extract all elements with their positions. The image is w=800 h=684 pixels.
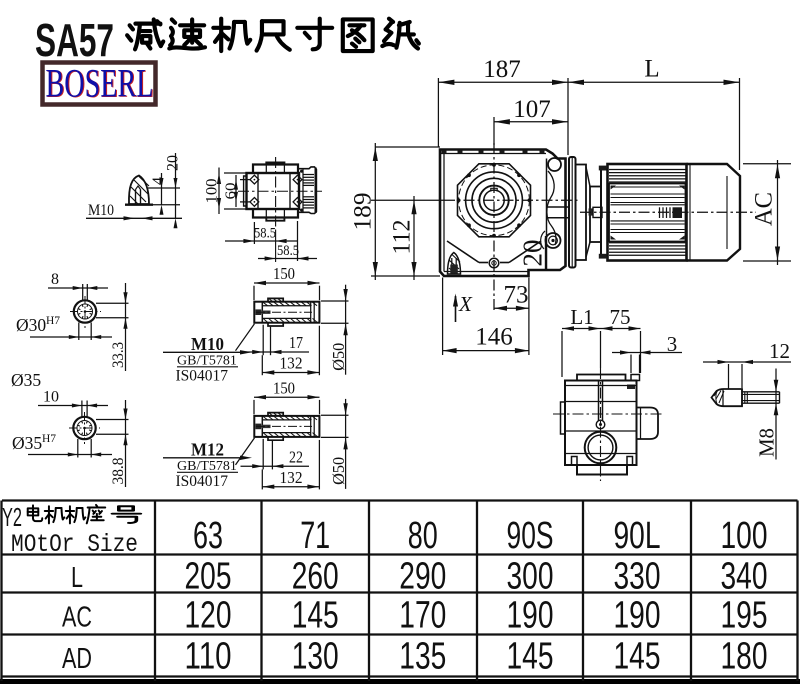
svg-text:L1: L1	[570, 305, 593, 329]
svg-text:190: 190	[507, 595, 554, 637]
svg-text:X: X	[458, 292, 473, 316]
svg-text:M12: M12	[191, 440, 224, 460]
svg-text:20: 20	[518, 240, 548, 267]
svg-text:150: 150	[273, 264, 295, 283]
svg-text:130: 130	[292, 636, 339, 678]
svg-text:189: 189	[350, 193, 377, 231]
svg-text:IS04017: IS04017	[176, 368, 229, 385]
svg-text:180: 180	[721, 636, 768, 678]
svg-text:145: 145	[292, 595, 339, 637]
svg-text:Ø35: Ø35	[12, 433, 42, 453]
svg-text:SA57: SA57	[35, 14, 114, 66]
svg-text:Ø50: Ø50	[329, 457, 348, 485]
svg-text:112: 112	[389, 220, 416, 255]
svg-text:340: 340	[721, 556, 768, 598]
svg-text:170: 170	[399, 595, 446, 637]
svg-text:100: 100	[721, 515, 768, 557]
svg-text:M8: M8	[755, 428, 779, 457]
svg-text:63: 63	[193, 515, 223, 557]
svg-text:150: 150	[273, 378, 295, 397]
svg-text:AC: AC	[751, 192, 778, 226]
svg-text:190: 190	[614, 595, 661, 637]
svg-text:60: 60	[223, 183, 239, 200]
svg-text:22: 22	[289, 447, 303, 466]
svg-text:3: 3	[667, 332, 678, 356]
svg-text:58.5: 58.5	[277, 243, 299, 259]
svg-text:10: 10	[43, 389, 59, 406]
svg-text:GB/T5781: GB/T5781	[177, 354, 237, 369]
svg-text:145: 145	[507, 636, 554, 678]
svg-text:Ø35: Ø35	[11, 370, 41, 390]
svg-text:33.3: 33.3	[110, 342, 127, 368]
svg-text:4: 4	[150, 177, 167, 185]
svg-text:M10: M10	[191, 334, 224, 354]
svg-text:107: 107	[513, 96, 551, 123]
svg-text:Ø50: Ø50	[329, 343, 348, 371]
svg-text:Y2: Y2	[2, 502, 22, 532]
svg-text:8: 8	[51, 271, 59, 288]
svg-text:58.5: 58.5	[254, 226, 276, 242]
svg-text:MOtOr Size: MOtOr Size	[11, 530, 138, 559]
svg-text:17: 17	[289, 333, 303, 352]
svg-text:12: 12	[769, 339, 790, 363]
svg-text:L: L	[644, 56, 659, 83]
svg-text:100: 100	[204, 179, 221, 204]
svg-text:Ø30: Ø30	[16, 315, 46, 335]
svg-text:135: 135	[399, 636, 446, 678]
svg-text:L: L	[71, 562, 83, 594]
svg-text:20: 20	[165, 155, 182, 171]
svg-text:IS04017: IS04017	[176, 473, 229, 490]
svg-text:71: 71	[300, 515, 330, 557]
svg-text:90L: 90L	[614, 515, 661, 557]
svg-text:BOSERL: BOSERL	[46, 61, 154, 106]
svg-text:GB/T5781: GB/T5781	[177, 459, 237, 474]
svg-text:110: 110	[185, 636, 232, 678]
svg-text:BOSERL: BOSERL	[47, 61, 155, 106]
svg-text:132: 132	[280, 354, 303, 373]
svg-text:H7: H7	[42, 433, 56, 445]
svg-text:80: 80	[408, 515, 438, 557]
svg-text:330: 330	[614, 556, 661, 598]
svg-text:38.8: 38.8	[110, 458, 127, 485]
svg-text:146: 146	[475, 324, 513, 351]
svg-text:300: 300	[507, 556, 554, 598]
svg-text:120: 120	[185, 595, 232, 637]
svg-text:205: 205	[185, 556, 232, 598]
svg-text:260: 260	[292, 556, 339, 598]
svg-text:H7: H7	[46, 315, 60, 327]
svg-text:145: 145	[614, 636, 661, 678]
svg-text:M10: M10	[88, 202, 114, 219]
svg-text:290: 290	[399, 556, 446, 598]
svg-text:132: 132	[280, 468, 303, 487]
svg-text:AD: AD	[62, 643, 92, 675]
svg-text:75: 75	[610, 305, 631, 329]
svg-text:AC: AC	[62, 602, 92, 634]
svg-text:90S: 90S	[507, 515, 554, 557]
svg-text:195: 195	[721, 595, 768, 637]
svg-text:187: 187	[483, 56, 521, 83]
svg-text:73: 73	[504, 282, 529, 309]
